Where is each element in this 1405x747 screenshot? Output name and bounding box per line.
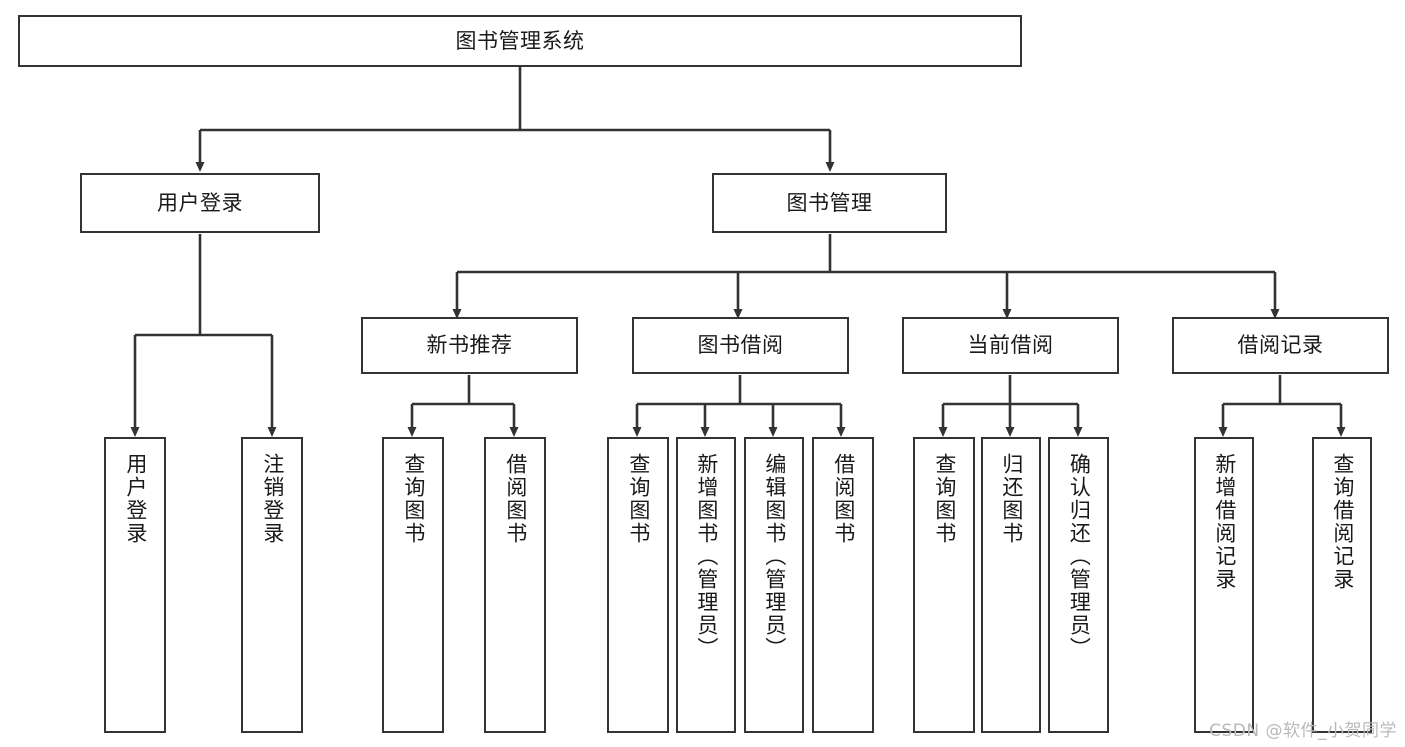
leaf-logout-login-label: 注销登录 (260, 453, 285, 545)
leaf-query-book-2[interactable]: 查询图书 (607, 437, 669, 733)
leaf-return-book[interactable]: 归还图书 (981, 437, 1041, 733)
leaf-edit-book[interactable]: 编辑图书（管理员） (744, 437, 804, 733)
node-user-login[interactable]: 用户登录 (80, 173, 320, 233)
node-book-manage[interactable]: 图书管理 (712, 173, 947, 233)
leaf-edit-book-label: 编辑图书（管理员） (762, 453, 787, 660)
leaf-query-record-label: 查询借阅记录 (1330, 453, 1355, 591)
leaf-borrow-book-2[interactable]: 借阅图书 (812, 437, 874, 733)
leaf-query-book-3[interactable]: 查询图书 (913, 437, 975, 733)
node-current-borrow-label: 当前借阅 (967, 333, 1054, 358)
leaf-query-book-2-label: 查询图书 (626, 453, 651, 545)
node-user-login-label: 用户登录 (157, 190, 243, 215)
node-book-borrow-label: 图书借阅 (697, 333, 784, 358)
leaf-query-book-1[interactable]: 查询图书 (382, 437, 444, 733)
node-current-borrow[interactable]: 当前借阅 (902, 317, 1119, 374)
leaf-borrow-book-1-label: 借阅图书 (503, 453, 528, 545)
node-borrow-record-label: 借阅记录 (1237, 333, 1324, 358)
leaf-add-book-label: 新增图书（管理员） (694, 453, 719, 660)
node-book-borrow[interactable]: 图书借阅 (632, 317, 849, 374)
node-new-book-recommend-label: 新书推荐 (426, 333, 513, 358)
leaf-query-book-1-label: 查询图书 (401, 453, 426, 545)
node-root-label: 图书管理系统 (455, 28, 585, 53)
leaf-add-record-label: 新增借阅记录 (1212, 453, 1237, 591)
node-borrow-record[interactable]: 借阅记录 (1172, 317, 1389, 374)
leaf-user-login[interactable]: 用户登录 (104, 437, 166, 733)
node-new-book-recommend[interactable]: 新书推荐 (361, 317, 578, 374)
leaf-logout-login[interactable]: 注销登录 (241, 437, 303, 733)
leaf-borrow-book-1[interactable]: 借阅图书 (484, 437, 546, 733)
leaf-confirm-return-label: 确认归还（管理员） (1067, 453, 1092, 660)
leaf-user-login-label: 用户登录 (123, 453, 148, 545)
node-root[interactable]: 图书管理系统 (18, 15, 1022, 67)
leaf-query-record[interactable]: 查询借阅记录 (1312, 437, 1372, 733)
leaf-query-book-3-label: 查询图书 (932, 453, 957, 545)
csdn-watermark: CSDN @软件_小贺同学 (1209, 721, 1397, 741)
leaf-add-book[interactable]: 新增图书（管理员） (676, 437, 736, 733)
leaf-return-book-label: 归还图书 (999, 453, 1024, 545)
leaf-confirm-return[interactable]: 确认归还（管理员） (1048, 437, 1109, 733)
node-book-manage-label: 图书管理 (786, 190, 873, 215)
leaf-borrow-book-2-label: 借阅图书 (831, 453, 856, 545)
leaf-add-record[interactable]: 新增借阅记录 (1194, 437, 1254, 733)
